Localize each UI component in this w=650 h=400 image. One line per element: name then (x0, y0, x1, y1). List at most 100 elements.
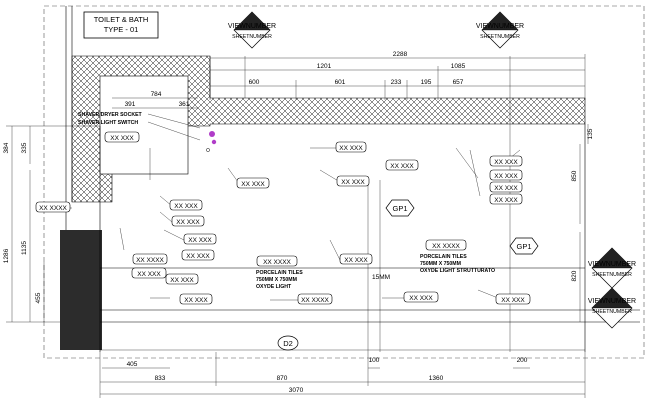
dim-bottom-870: 870 (277, 375, 288, 382)
dim-seg-233: 233 (391, 79, 402, 86)
svg-text:GP1: GP1 (392, 204, 407, 213)
svg-text:GP1: GP1 (516, 242, 531, 251)
dim-bottom-100: 100 (369, 357, 380, 364)
gp1-tag-2: GP1 (509, 237, 539, 255)
title-block: TOILET & BATH TYPE - 01 (83, 11, 159, 39)
dim-top-right: 1085 (451, 63, 466, 70)
dim-seg-600: 600 (249, 79, 260, 86)
tag-22: XX XXXX (297, 293, 333, 305)
svg-text:PORCELAIN TILES: PORCELAIN TILES (420, 254, 467, 260)
svg-text:XX XXX: XX XXX (344, 257, 368, 264)
svg-text:XX XXXX: XX XXXX (432, 243, 460, 250)
view-marker-2: VIEWNUMBER SHEETNUMBER (476, 11, 524, 49)
dim-right-a: 135 (587, 128, 594, 139)
svg-text:XX XXX: XX XXX (186, 253, 210, 260)
svg-text:XX XXX: XX XXX (174, 203, 198, 210)
tags: XX XXX XX XXX XX XXX XX XXX XX XXX XX XX… (35, 131, 539, 351)
shaver-light-switch-label: SHAVER LIGHT SWITCH (78, 120, 138, 126)
dim-right-b: 850 (571, 170, 578, 181)
svg-text:XX XXXX: XX XXXX (301, 297, 329, 304)
view-number-1: VIEWNUMBER (228, 23, 276, 30)
view-number-2: VIEWNUMBER (476, 23, 524, 30)
svg-text:XX XXX: XX XXX (494, 197, 518, 204)
tag-5: XX XXX (336, 175, 370, 187)
svg-text:D2: D2 (283, 339, 293, 348)
view-number-4: VIEWNUMBER (588, 298, 636, 305)
svg-text:750MM X 750MM: 750MM X 750MM (256, 277, 297, 283)
svg-text:XX XXX: XX XXX (137, 271, 161, 278)
dim-top-overall: 2288 (393, 51, 408, 58)
shaver-dryer-socket-label: SHAVER/DRYER SOCKET (78, 112, 143, 118)
svg-text:XX XXXX: XX XXXX (136, 257, 164, 264)
dim-361: 361 (179, 101, 190, 108)
note-porcelain-2: PORCELAIN TILES 750MM X 750MM OXYDE LIGH… (420, 254, 495, 274)
bottom-dimensions: 405 100 200 833 870 1360 3070 15MM (99, 274, 586, 398)
tag-14: XX XXX (181, 249, 215, 261)
view-marker-3: VIEWNUMBER SHEETNUMBER (588, 247, 636, 289)
dim-bottom-405: 405 (127, 361, 138, 368)
dim-seg-657: 657 (453, 79, 464, 86)
tag-10: XX XXXX (35, 201, 71, 213)
sheet-number-3: SHEETNUMBER (592, 272, 632, 278)
tag-21: XX XXXX (425, 239, 467, 251)
tag-4: XX XXX (236, 177, 270, 189)
svg-text:XX XXX: XX XXX (390, 163, 414, 170)
svg-text:XX XXX: XX XXX (184, 297, 208, 304)
view-number-3: VIEWNUMBER (588, 261, 636, 268)
dim-391: 391 (125, 101, 136, 108)
sheet-number-4: SHEETNUMBER (592, 309, 632, 315)
dim-top-left: 1201 (317, 63, 332, 70)
walls (60, 6, 586, 350)
d2-tag: D2 (277, 335, 299, 351)
sheet-number-2: SHEETNUMBER (480, 34, 520, 40)
svg-text:XX XXX: XX XXX (494, 173, 518, 180)
dim-left-a: 384 (3, 142, 10, 153)
tag-6: XX XXX (489, 155, 523, 167)
tag-3: XX XXX (385, 159, 419, 171)
svg-text:XX XXX: XX XXX (170, 277, 194, 284)
svg-text:XX XXX: XX XXX (501, 297, 525, 304)
svg-text:XX XXXX: XX XXXX (263, 259, 291, 266)
tag-15: XX XXXX (132, 253, 168, 265)
dim-left-b: 335 (21, 142, 28, 153)
tag-19: XX XXXX (256, 255, 298, 267)
tag-17: XX XXX (165, 273, 199, 285)
svg-text:XX XXX: XX XXX (341, 179, 365, 186)
dim-left-c: 1135 (21, 241, 28, 255)
socket-icon (209, 131, 215, 137)
tag-20: XX XXX (339, 253, 373, 265)
dim-784: 784 (151, 91, 162, 98)
svg-text:PORCELAIN TILES: PORCELAIN TILES (256, 270, 303, 276)
dim-seg-195: 195 (421, 79, 432, 86)
sheet-number-1: SHEETNUMBER (232, 34, 272, 40)
title-line-2: TYPE - 01 (104, 25, 139, 34)
outer-boundary (43, 5, 645, 359)
tag-1: XX XXX (104, 131, 140, 143)
svg-text:XX XXX: XX XXX (339, 145, 363, 152)
tag-24: XX XXX (495, 293, 531, 305)
tag-2: XX XXX (335, 141, 367, 153)
dark-wall-block (60, 230, 102, 350)
svg-text:OXYDE LIGHT: OXYDE LIGHT (256, 284, 292, 290)
dim-15mm: 15MM (372, 274, 390, 281)
svg-text:XX XXX: XX XXX (176, 219, 200, 226)
dim-left-d: 455 (35, 292, 42, 303)
svg-text:XX XXX: XX XXX (241, 181, 265, 188)
left-dimensions: 1286 335 384 1135 455 (3, 125, 100, 323)
room-lines (99, 56, 640, 352)
tag-16: XX XXX (131, 267, 167, 279)
dim-bottom-200: 200 (517, 357, 528, 364)
tag-8: XX XXX (489, 181, 523, 193)
dim-bottom-overall: 3070 (289, 387, 304, 394)
tag-7: XX XXX (489, 169, 523, 181)
svg-text:XX XXXX: XX XXXX (39, 205, 67, 212)
top-dimensions: 2288 1201 1085 600 601 233 195 657 784 3… (112, 51, 586, 109)
gp1-tag-1: GP1 (385, 199, 415, 217)
tag-12: XX XXX (171, 215, 205, 227)
note-porcelain-1: PORCELAIN TILES 750MM X 750MM OXYDE LIGH… (256, 270, 303, 290)
right-dimensions: 135 850 820 (571, 124, 594, 322)
dim-left-outer: 1286 (3, 248, 10, 263)
dim-right-c: 820 (571, 270, 578, 281)
svg-text:XX XXX: XX XXX (188, 237, 212, 244)
